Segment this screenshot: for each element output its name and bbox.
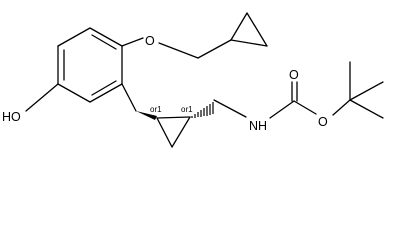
bond-oxygen-methylene xyxy=(158,42,199,59)
hydroxyl-label: HO xyxy=(2,110,21,124)
stereo-label-left: or1 xyxy=(150,105,162,114)
bond-tbu-methyl-right xyxy=(349,81,384,101)
benzene-ring xyxy=(57,27,123,103)
cyclopropyl-bond-2 xyxy=(246,12,268,47)
bond-ring-ether-oxygen xyxy=(121,37,144,47)
wedge-bond-stereo xyxy=(136,111,157,120)
bond-ester-oxygen-quaternary-carbon xyxy=(332,99,351,116)
cyclopropyl-bond-1 xyxy=(230,39,268,47)
bond-ring-cyclopropane xyxy=(121,83,137,112)
bond-methylene-cyclopropyl xyxy=(197,39,232,59)
bond-amine-carbonyl-carbon xyxy=(269,100,295,119)
bond-methylene-amine xyxy=(213,99,247,118)
ring-bond-6 xyxy=(57,27,91,47)
ring-bond-3 xyxy=(89,83,123,103)
bond-ring-hydroxyl xyxy=(25,83,59,112)
hashed-bond-stereo xyxy=(191,102,214,118)
ring-double-bond-1 xyxy=(91,34,117,50)
carbonyl-oxygen-label: O xyxy=(289,68,299,82)
cyclopropane-bond-2 xyxy=(156,117,173,148)
bond-carbonyl-ester-oxygen xyxy=(293,100,317,115)
ring-bond-4 xyxy=(57,83,91,103)
cyclopropane-bond-3 xyxy=(171,116,191,148)
cyclopropane-ring xyxy=(156,116,191,148)
ring-double-bond-2 xyxy=(91,80,117,96)
ether-oxygen-label: O xyxy=(145,34,155,48)
stereo-label-right: or1 xyxy=(181,105,193,114)
chemical-structure: HO O or1 or1 NH O O xyxy=(2,12,384,148)
cyclopropane-bond-1 xyxy=(156,116,191,119)
cyclopropyl-bond-3 xyxy=(230,12,248,41)
ester-oxygen-label: O xyxy=(318,115,328,129)
cyclopropyl-ring-top xyxy=(230,12,268,47)
amine-label: NH xyxy=(249,119,267,133)
ring-bond-1 xyxy=(89,27,123,47)
bond-tbu-methyl-bottom xyxy=(349,99,384,119)
